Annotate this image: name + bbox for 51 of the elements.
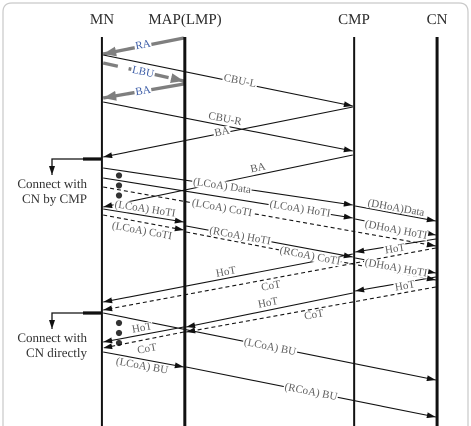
message-arrow [186, 292, 353, 328]
bent-arrow [49, 158, 101, 175]
message-arrow [103, 326, 184, 344]
message-arrow [186, 286, 436, 334]
edge-label: HoT [214, 265, 238, 280]
edge-label: (RCoA) HoTI [208, 225, 272, 247]
note-text: Connect with CN directly [6, 330, 87, 360]
edge-label: (RCoA) CoTI [278, 244, 342, 267]
message-arrow [102, 36, 184, 56]
message-arrow [103, 247, 436, 312]
participant-label: CMP [338, 12, 370, 29]
edge-label: (LCoA) BU [242, 336, 298, 357]
edge-label: BA [248, 161, 268, 174]
message-arrow [103, 351, 184, 368]
edge-label: CoT [302, 308, 326, 322]
edge-label: HoT [383, 242, 407, 256]
edge-label: (DHoA) HoTI [363, 256, 429, 278]
edge-label: (LCoA) Data [191, 176, 253, 195]
participant-label: MN [90, 12, 114, 29]
edge-label: CoT [260, 278, 282, 293]
message-arrow [103, 208, 184, 224]
message-arrow [355, 276, 436, 292]
bent-arrow [49, 312, 101, 329]
message-arrow [355, 205, 436, 222]
edge-label: CBU-L [222, 72, 258, 90]
edge-label: HoT [130, 320, 154, 335]
edge-label: CBU-R [206, 110, 244, 128]
edge-label: (LCoA) CoTI [110, 220, 174, 242]
edge-label: BA [212, 126, 232, 139]
edge-label: LBU [130, 64, 156, 80]
message-arrow [102, 82, 184, 101]
edge-label: BA [134, 84, 152, 98]
message-arrow [103, 253, 353, 304]
edge-label: (RCoA) BU [282, 382, 340, 402]
edge-label: (LCoA) BU [114, 356, 170, 376]
edge-label: CoT [135, 342, 159, 356]
edge-label: (LCoA) HoTI [268, 200, 332, 220]
participant-label: MAP(LMP) [148, 12, 222, 29]
edge-label: HoT [256, 296, 280, 310]
edge-label: HoT [393, 280, 417, 294]
message-arrow [103, 101, 353, 152]
edge-label: (LCoA) HoTI [112, 198, 178, 219]
participant-label: CN [426, 12, 448, 29]
message-arrow [103, 214, 184, 232]
message-arrow [103, 331, 184, 350]
message-arrow [103, 106, 353, 158]
edge-label: RA [134, 38, 152, 52]
edge-label: (LCoA) CoTI [190, 198, 254, 218]
edge-label: (DHoA)Data [366, 197, 426, 218]
edge-label: (DHoA) HoTI [363, 219, 429, 242]
note-text: Connect with CN by CMP [6, 176, 87, 206]
